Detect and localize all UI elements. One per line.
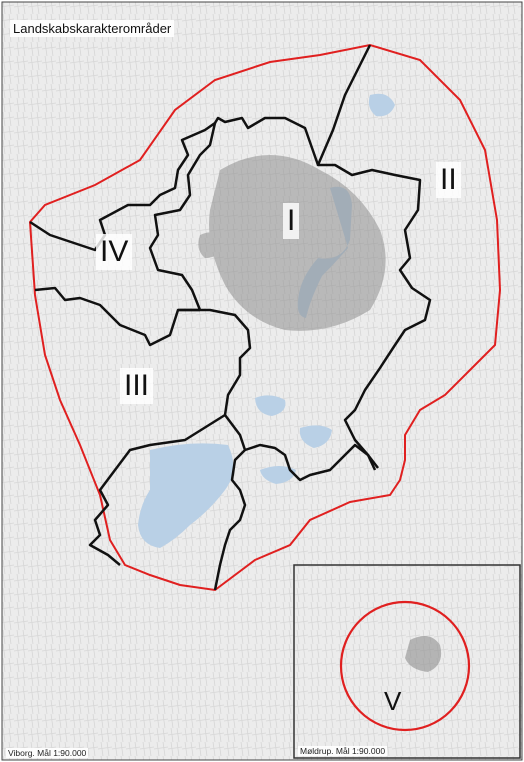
region-boundaries bbox=[29, 44, 432, 591]
boundary-region-ii bbox=[316, 44, 432, 471]
inset-boundary bbox=[339, 600, 471, 732]
boundary-region-i bbox=[213, 116, 320, 166]
boundary-region-iii-top bbox=[34, 286, 252, 566]
region-label-ii: II bbox=[436, 162, 461, 198]
lake-small-4 bbox=[260, 466, 296, 484]
lake-small-2 bbox=[299, 425, 332, 448]
boundary-region-sydvest bbox=[178, 308, 379, 591]
region-label-v: V bbox=[384, 686, 402, 716]
lake-sydvest bbox=[138, 443, 234, 548]
region-label-iii: III bbox=[120, 368, 154, 404]
lake-small-1 bbox=[255, 395, 286, 416]
outer-boundary bbox=[28, 43, 502, 592]
region-label-i: I bbox=[283, 203, 300, 239]
region-label-iv: IV bbox=[96, 234, 133, 270]
inset-map bbox=[293, 564, 521, 759]
map-title: Landskabskarakterområder bbox=[10, 20, 175, 37]
inset-urban bbox=[405, 636, 442, 672]
boundary-region-iv bbox=[29, 121, 217, 311]
main-scale-label: Viborg. Mål 1:90.000 bbox=[6, 748, 89, 758]
inset-scale-label: Møldrup. Mål 1:90.000 bbox=[298, 746, 388, 756]
urban-area bbox=[198, 155, 386, 331]
lake-small-3 bbox=[368, 93, 395, 117]
